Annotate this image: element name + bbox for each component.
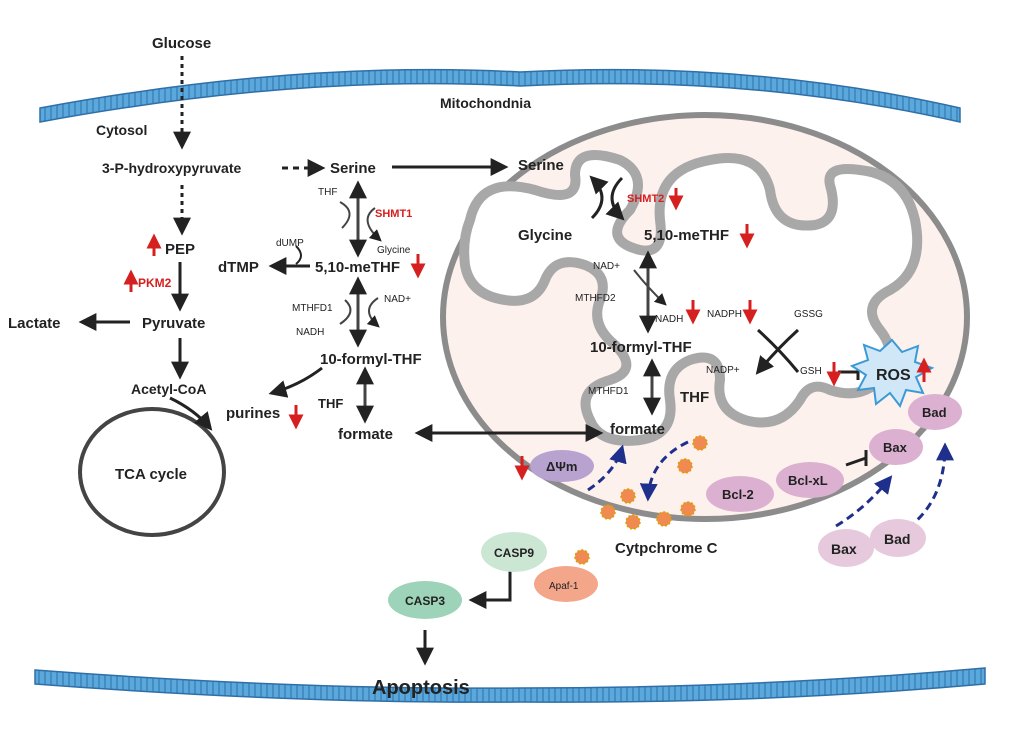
gssg-label: GSSG <box>794 309 823 320</box>
bad-free-ellipse <box>870 519 926 557</box>
acetylcoa-label: Acetyl-CoA <box>131 381 206 397</box>
thf-cyto-label: THF <box>318 187 337 198</box>
apaf1-label: Apaf-1 <box>549 581 579 592</box>
cytochrome-c-dots <box>574 435 708 565</box>
mthfd1-cofactor-curve <box>339 297 378 326</box>
bax-free-label: Bax <box>831 541 857 557</box>
bax-to-membrane-transport <box>835 475 893 528</box>
glutathione-cross <box>758 328 800 372</box>
formate-mito-label: formate <box>610 421 665 438</box>
dtmp-label: dTMP <box>218 259 259 276</box>
bcl2-label: Bcl-2 <box>722 487 754 502</box>
dpsi-to-formate-transport <box>587 444 627 492</box>
purines-label: purines <box>226 405 280 422</box>
tca-cycle-ring <box>78 407 226 537</box>
nadp-cyto-label: NAD+ <box>384 294 411 305</box>
bclxl-inhibits-bax <box>845 450 868 467</box>
nadh-cyto-label: NADH <box>296 327 324 338</box>
casp3-ellipse <box>388 581 462 619</box>
thf2-cyto-label: THF <box>318 396 343 411</box>
pep-label: PEP <box>165 241 195 258</box>
tca-label: TCA cycle <box>115 466 187 483</box>
mthfd1-mito-label: MTHFD1 <box>588 386 629 397</box>
bax-membrane-label: Bax <box>883 440 908 455</box>
gsh-label: GSH <box>800 366 822 377</box>
glycine-cyto-label: Glycine <box>377 245 411 256</box>
ros-burst-shape <box>849 338 935 409</box>
shmt1-label: SHMT1 <box>375 208 412 220</box>
top-cell-membrane <box>39 68 961 123</box>
bclxl-ellipse <box>776 462 844 498</box>
mthfd1-cyto-label: MTHFD1 <box>292 303 333 314</box>
arrow-casp9-to-casp3 <box>468 570 512 609</box>
casp9-label: CASP9 <box>494 546 534 560</box>
dpsi-label: ΔΨm <box>546 459 577 474</box>
pyruvate-label: Pyruvate <box>142 315 205 332</box>
shmt2-label: SHMT2 <box>627 193 664 205</box>
bad-free-label: Bad <box>884 531 910 547</box>
glucose-label: Glucose <box>152 35 211 52</box>
cytc-label: Cytpchrome C <box>615 540 718 557</box>
formyl-cyto-label: 10-formyl-THF <box>320 351 422 368</box>
bclxl-label: Bcl-xL <box>788 473 828 488</box>
dpsi-ellipse <box>530 450 594 482</box>
thf-mito-label: THF <box>680 389 709 406</box>
serine-cyto-label: Serine <box>330 160 376 177</box>
casp3-label: CASP3 <box>405 594 445 608</box>
methf-mito-label: 5,10-meTHF <box>644 227 729 244</box>
glycine-mito-label: Glycine <box>518 227 572 244</box>
ros-label: ROS <box>876 367 911 384</box>
pkm2-label: PKM2 <box>138 276 172 290</box>
mthfd2-label: MTHFD2 <box>575 293 616 304</box>
bad-membrane-label: Bad <box>922 405 947 420</box>
bax-membrane-ellipse <box>869 429 923 465</box>
apoptosis-label: Apoptosis <box>372 677 470 699</box>
dump-label: dUMP <box>276 238 304 249</box>
nadp-mito-label: NADP+ <box>706 365 740 376</box>
dump-curve <box>295 245 302 265</box>
nadph-label: NADPH <box>707 309 742 320</box>
shmt1-cofactor-curve <box>339 201 380 240</box>
casp9-ellipse <box>481 532 547 572</box>
shmt2-cross-arrows <box>592 178 622 218</box>
arrow-acetylcoa-to-tca <box>169 396 213 431</box>
mthfd2-cofactor-curve <box>633 269 667 306</box>
bcl2-ellipse <box>706 476 774 512</box>
formyl-mito-label: 10-formyl-THF <box>590 339 692 356</box>
bad-to-membrane-transport <box>907 442 954 530</box>
arrow-formyl-to-purines <box>268 366 323 398</box>
methf-cyto-label: 5,10-meTHF <box>315 259 400 276</box>
bax-free-ellipse <box>818 529 874 567</box>
bottom-cell-membrane <box>34 667 986 703</box>
formate-cyto-label: formate <box>338 426 393 443</box>
red-regulation-arrows <box>123 188 932 481</box>
nadh-mito-label: NADH <box>655 314 683 325</box>
lactate-label: Lactate <box>8 315 61 332</box>
mitochondria-label: Mitochondnia <box>440 95 531 111</box>
cytosol-label: Cytosol <box>96 122 147 138</box>
apaf1-ellipse <box>534 566 598 602</box>
cytc-release-transport <box>639 440 689 502</box>
bad-membrane-ellipse <box>908 394 962 430</box>
serine-mito-label: Serine <box>518 157 564 174</box>
hydroxypyruvate-label: 3-P-hydroxypyruvate <box>102 160 241 176</box>
nad-mito-label: NAD+ <box>593 261 620 272</box>
